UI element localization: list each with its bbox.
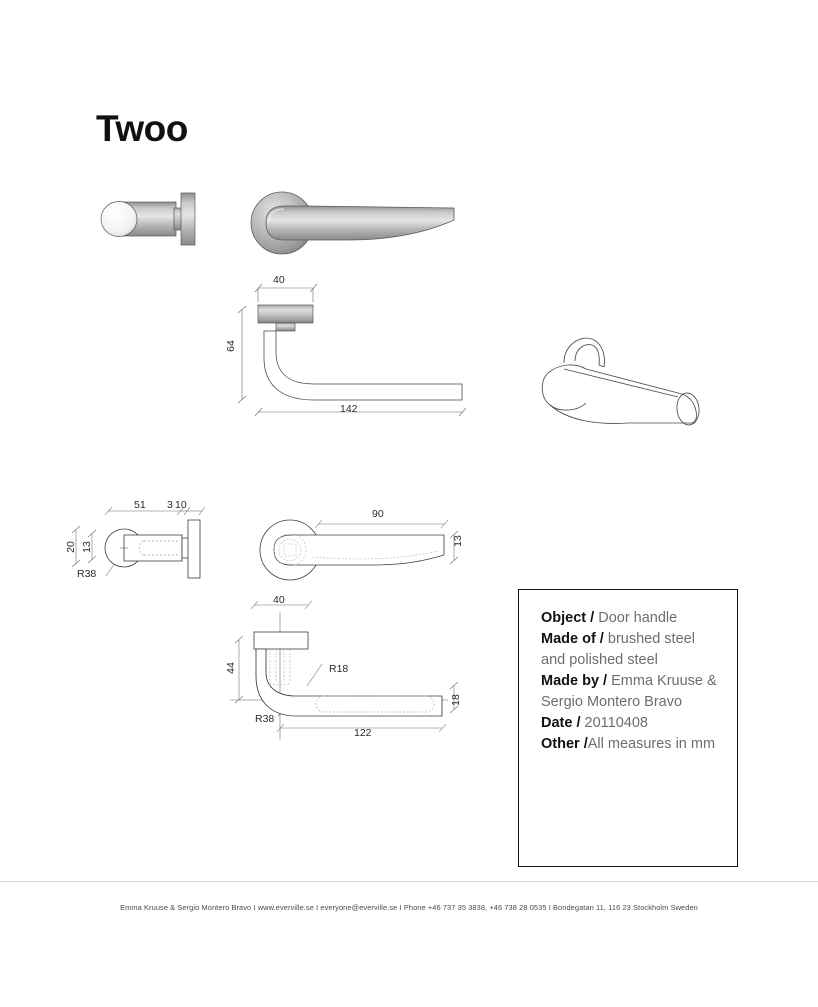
lever-profile	[255, 648, 443, 717]
dim-section-length: 51	[134, 499, 146, 511]
spec-label-made-of: Made of /	[541, 631, 604, 647]
lever-top-edge	[547, 364, 679, 394]
footer-divider	[0, 881, 818, 882]
hidden-fixings	[269, 649, 435, 713]
page-title: Twoo	[96, 108, 188, 149]
dim-section-plate: 10	[175, 499, 187, 511]
dim-section-gap: 3	[167, 499, 173, 511]
section-center-mark	[120, 544, 128, 552]
spec-label-object: Object /	[541, 610, 595, 626]
footer-contact-text: Emma Kruuse & Sergio Montero Bravo I www…	[120, 903, 698, 912]
dim-section-radius: R38	[77, 568, 97, 580]
spec-value-object: Door handle	[598, 610, 678, 626]
dim-side-length: 122	[354, 727, 372, 739]
dim-side-height: 44	[224, 662, 237, 674]
handle-end-cap	[100, 201, 138, 237]
dim-front-length: 142	[340, 403, 358, 415]
spec-value-date: 20110408	[584, 715, 648, 731]
rosette-plate	[257, 304, 314, 324]
dim-wire-top-length: 90	[372, 508, 384, 520]
dim-front-height: 64	[224, 340, 237, 352]
dim-wire-top-thickness: 13	[451, 535, 464, 547]
lever-end-ellipse	[676, 392, 700, 426]
spec-row-made-by: Made by / Emma Kruuse & Sergio Montero B…	[541, 671, 721, 713]
dim-section-height: 20	[64, 541, 77, 553]
section-hidden-bore	[139, 540, 180, 556]
side-elevation-dimensioned	[230, 600, 459, 740]
spec-row-object: Object / Door handle	[541, 608, 721, 629]
hidden-spindle	[273, 533, 439, 567]
dim-section-inner-height: 13	[80, 541, 93, 553]
dim-side-width: 40	[273, 594, 285, 606]
side-view-shaded	[100, 192, 196, 246]
handle-neck	[275, 322, 296, 332]
lever-far-cap	[677, 392, 697, 424]
rosette-outline	[563, 337, 605, 368]
lever-end-left	[541, 372, 587, 411]
top-view-shaded	[250, 191, 455, 255]
rosette-plate	[180, 192, 196, 246]
perspective-wireframe	[541, 337, 700, 426]
rosette-inner	[574, 344, 600, 366]
lever-crease	[563, 368, 679, 398]
dim-front-width: 40	[273, 274, 285, 286]
spec-row-made-of: Made of / brushed steel and polished ste…	[541, 629, 721, 671]
spec-label-other: Other /	[541, 736, 588, 752]
spec-label-made-by: Made by /	[541, 673, 608, 689]
spec-label-date: Date /	[541, 715, 581, 731]
dim-side-radius-upper: R18	[329, 663, 349, 675]
spec-value-other: All measures in mm	[587, 736, 716, 752]
dim-side-thickness: 18	[449, 694, 462, 706]
rosette-plate	[253, 631, 309, 650]
spec-value-made-of: brushed steel and polished steel	[541, 631, 695, 668]
section-view-dimensioned	[71, 506, 206, 579]
section-shaft	[123, 534, 183, 562]
lever-highlight	[268, 208, 285, 224]
top-view-wireframe	[259, 519, 459, 581]
front-elevation-dimensioned	[237, 283, 467, 417]
spec-row-date: Date / 20110408	[541, 713, 721, 734]
dim-side-radius-lower: R38	[255, 713, 275, 725]
spec-row-other: Other /All measures in mm	[541, 734, 721, 755]
specification-box: Object / Door handle Made of / brushed s…	[518, 589, 738, 867]
spec-value-made-by: Emma Kruuse & Sergio Montero Bravo	[541, 673, 717, 710]
lever-body	[265, 205, 455, 241]
lever-bottom-edge	[549, 404, 690, 424]
lever-profile	[263, 330, 463, 401]
lever-outline	[273, 534, 445, 566]
section-plate	[187, 519, 201, 579]
